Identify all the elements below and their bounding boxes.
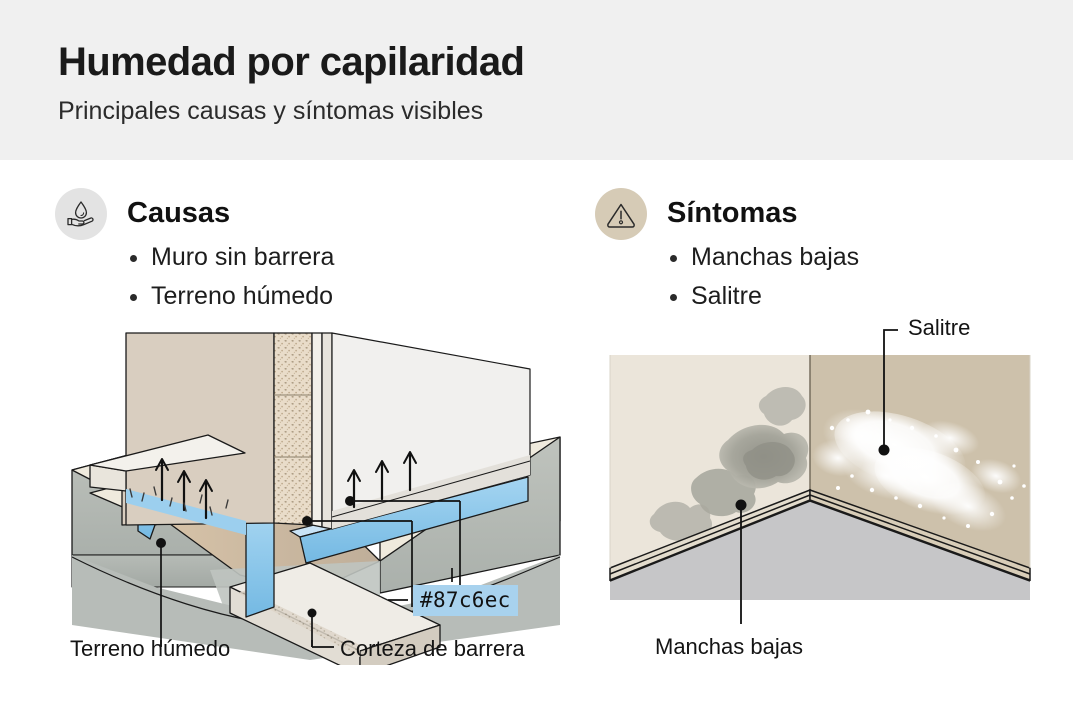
page-title: Humedad por capilaridad [58,40,525,84]
callout-terreno-humedo: Terreno húmedo [70,636,231,661]
hand-water-drop-icon [55,188,107,240]
section-title-sintomas: Síntomas [667,197,798,229]
sintomas-bullet-list: Manchas bajas Salitre [667,238,859,316]
illustration-wall-foundation [60,325,570,676]
callout-corteza-barrera: Corteza de barrera [340,636,525,661]
causas-bullet-list: Muro sin barrera Terreno húmedo [127,238,334,316]
list-item: Muro sin barrera [127,238,334,277]
callout-manchas-bajas: Manchas bajas [655,634,803,659]
callout-salitre: Salitre [908,315,971,340]
list-item: Manchas bajas [667,238,859,277]
page-subtitle: Principales causas y síntomas visibles [58,97,484,125]
warning-triangle-icon [595,188,647,240]
hex-color-chip: #87c6ec [413,585,518,616]
list-item: Terreno húmedo [127,277,334,316]
section-title-causas: Causas [127,197,231,229]
header-band [0,0,1073,160]
list-item: Salitre [667,277,859,316]
illustration-room-corner [600,300,1040,675]
